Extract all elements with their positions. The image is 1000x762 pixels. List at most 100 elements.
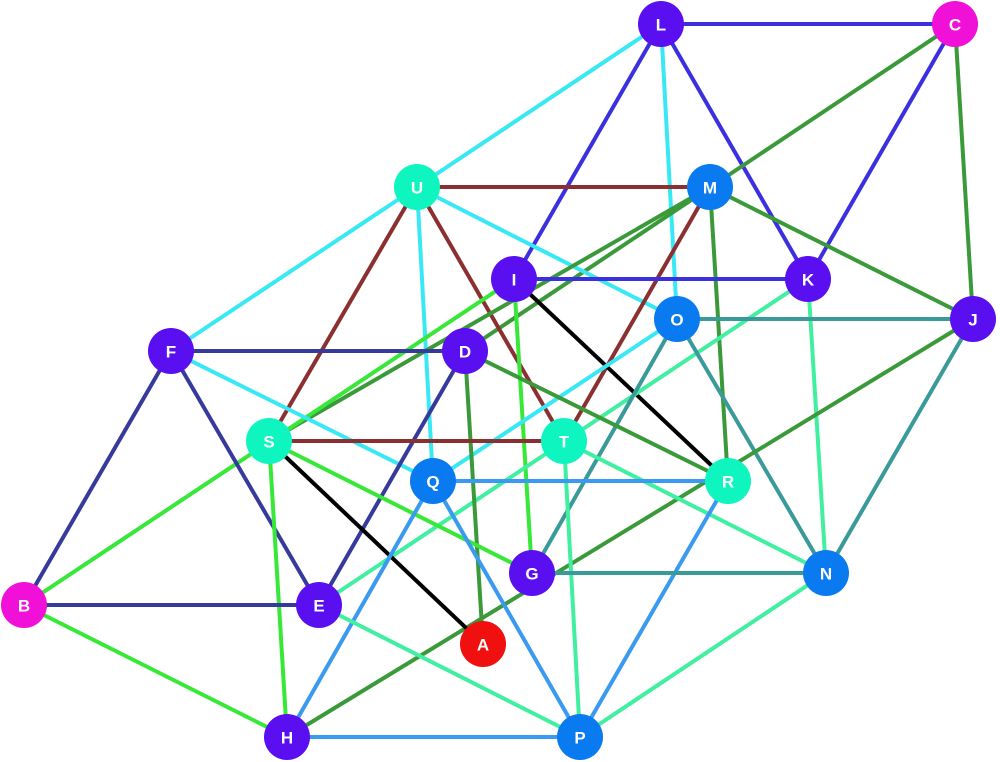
node-circle [394,164,440,210]
node-label: I [512,271,517,290]
node-circle [460,621,506,667]
edge-d-a [463,349,485,646]
node-t[interactable]: T [541,418,587,464]
node-label: R [722,473,734,492]
node-label: L [656,16,666,35]
node-label: A [477,636,489,655]
edge-i-r [512,277,730,483]
edge-o-n [675,317,828,575]
node-n[interactable]: N [803,550,849,596]
node-circle [410,458,456,504]
edges-layer [22,22,975,739]
edge-t-p [562,439,582,739]
edge-s-g [267,439,534,575]
node-circle [491,256,537,302]
node-circle [148,328,194,374]
edge-b-h [22,603,289,739]
edge-q-p [431,479,582,739]
node-m[interactable]: M [687,164,733,210]
edge-q-h [285,479,435,739]
node-label: K [802,271,815,290]
node-c[interactable]: C [932,1,978,47]
node-q[interactable]: Q [410,458,456,504]
node-circle [687,164,733,210]
node-f[interactable]: F [148,328,194,374]
node-label: D [459,343,471,362]
edge-m-j [708,185,975,321]
edge-l-u [415,22,663,189]
edge-s-a [267,439,485,646]
node-p[interactable]: P [557,714,603,760]
node-e[interactable]: E [296,582,342,628]
node-circle [557,714,603,760]
edge-c-k [806,22,957,281]
edge-t-n [562,439,828,575]
edge-k-n [806,277,828,575]
edge-j-n [824,317,975,575]
node-o[interactable]: O [654,296,700,342]
node-label: N [820,565,832,584]
edge-m-s [267,185,712,443]
edge-c-j [953,22,975,321]
node-label: S [263,433,274,452]
edge-s-h [267,439,289,739]
node-label: O [670,311,683,330]
node-d[interactable]: D [442,328,488,374]
edge-u-s [267,185,419,443]
node-label: J [968,311,977,330]
edge-u-f [169,185,419,353]
node-s[interactable]: S [246,418,292,464]
edge-d-r [463,349,730,483]
node-label: Q [426,473,439,492]
node-label: F [166,343,176,362]
node-label: T [559,433,570,452]
node-circle [509,550,555,596]
edge-f-e [169,349,321,607]
edge-i-g [512,277,534,575]
node-b[interactable]: B [1,582,47,628]
node-h[interactable]: H [264,714,310,760]
node-circle [541,418,587,464]
node-circle [296,582,342,628]
node-label: M [703,179,717,198]
node-label: E [313,597,324,616]
node-k[interactable]: K [785,256,831,302]
edge-f-q [169,349,435,483]
edge-r-p [578,479,730,739]
node-circle [654,296,700,342]
node-circle [785,256,831,302]
node-a[interactable]: A [460,621,506,667]
edge-o-g [530,317,679,575]
edge-f-b [22,349,173,607]
node-r[interactable]: R [705,458,751,504]
node-g[interactable]: G [509,550,555,596]
edge-m-t [562,185,712,443]
edge-m-r [708,185,730,483]
node-circle [1,582,47,628]
edge-j-h [285,317,975,739]
node-circle [950,296,996,342]
node-u[interactable]: U [394,164,440,210]
node-label: B [18,597,30,616]
node-j[interactable]: J [950,296,996,342]
node-circle [705,458,751,504]
node-circle [638,1,684,47]
node-circle [442,328,488,374]
node-circle [246,418,292,464]
node-circle [803,550,849,596]
edge-l-o [659,22,679,321]
node-label: H [281,729,293,748]
edge-l-k [659,22,810,281]
edge-n-p [578,571,828,739]
node-i[interactable]: I [491,256,537,302]
edge-d-e [317,349,467,607]
edge-u-q [415,185,435,483]
node-label: G [525,565,538,584]
node-label: P [574,729,585,748]
node-circle [264,714,310,760]
node-label: C [949,16,961,35]
node-l[interactable]: L [638,1,684,47]
edge-e-p [317,603,582,739]
